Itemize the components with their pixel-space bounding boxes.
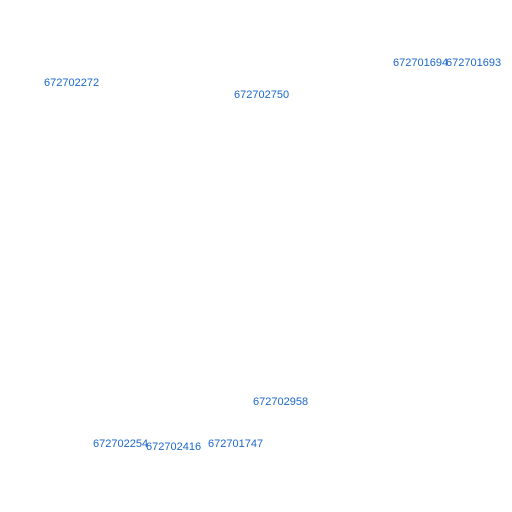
map-label-672701747[interactable]: 672701747 [208,438,264,450]
map-label-672702416[interactable]: 672702416 [146,441,202,453]
map-label-672701693[interactable]: 672701693 [446,57,502,69]
map-label-672702254[interactable]: 672702254 [93,438,149,450]
map-label-672701694[interactable]: 672701694 [393,57,449,69]
map-label-672702750[interactable]: 672702750 [234,89,290,101]
map-label-672702958[interactable]: 672702958 [253,396,309,408]
map-label-672702272[interactable]: 672702272 [44,77,100,89]
